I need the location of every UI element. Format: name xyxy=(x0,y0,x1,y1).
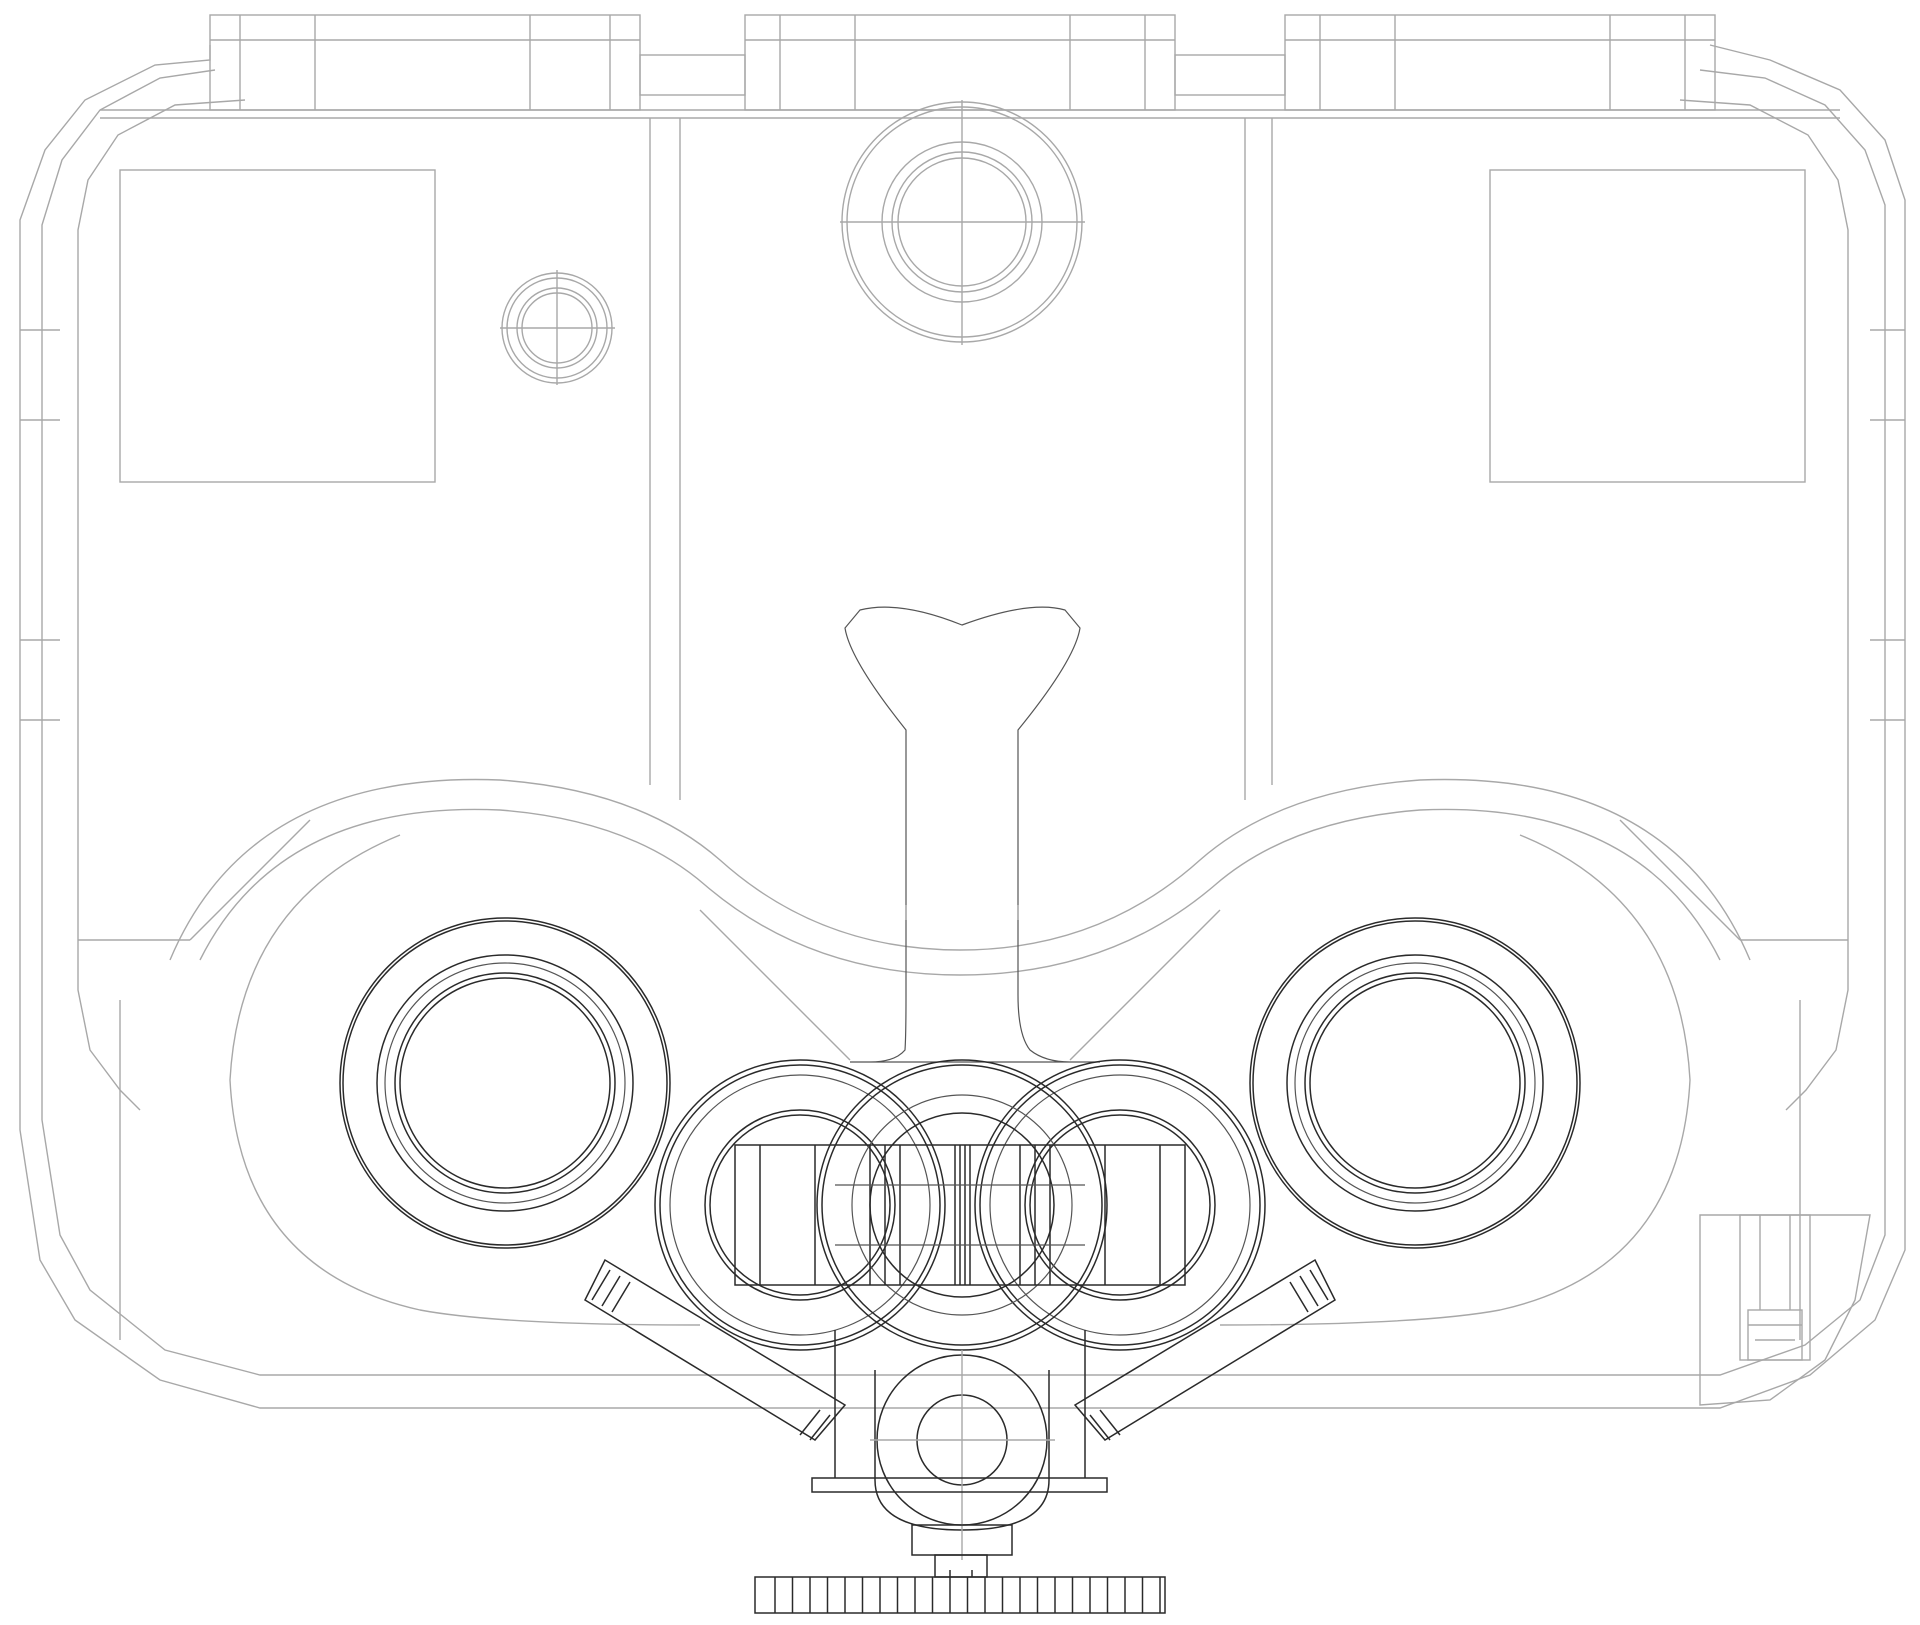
center-arm xyxy=(844,606,1100,1063)
right-strut xyxy=(1073,1258,1336,1441)
left-bearing xyxy=(339,917,671,1249)
housing-outline xyxy=(19,44,1906,1409)
top-flange-tabs xyxy=(100,14,1840,119)
left-inspection-window xyxy=(119,169,436,483)
bottom-gear-rack xyxy=(754,1576,1166,1614)
small-port-boss xyxy=(500,270,615,385)
left-strut xyxy=(584,1258,847,1441)
top-center-boss xyxy=(840,100,1085,345)
gear-cluster xyxy=(654,1059,1266,1351)
right-inspection-window xyxy=(1489,169,1806,483)
right-bearing xyxy=(1249,917,1581,1249)
inner-panels xyxy=(169,118,1751,1326)
mount-plate xyxy=(811,1477,1108,1578)
side-bracket xyxy=(1699,1214,1871,1406)
